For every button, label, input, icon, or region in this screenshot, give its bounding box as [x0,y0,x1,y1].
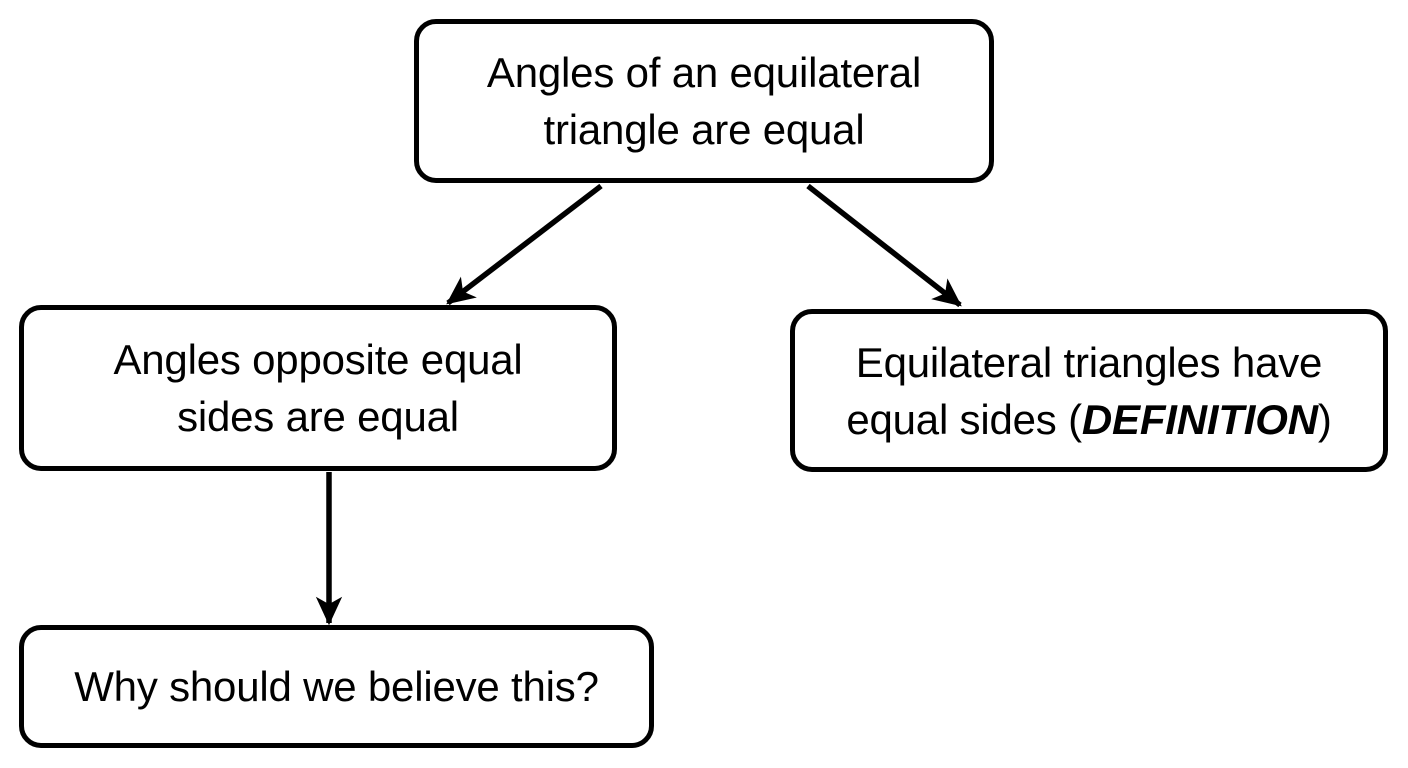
definition-node-label-lead: Equilateral triangles have equal sides ( [846,338,1323,443]
question-node-label: Why should we believe this? [74,662,599,710]
question-node[interactable]: Why should we believe this? [19,625,654,748]
definition-keyword: DEFINITION [1081,395,1318,443]
premise-to-theorem-arrow [446,183,603,306]
premise-node-label: Angles of an equilateral triangle are eq… [486,49,922,153]
definition-node-label: Equilateral triangles have equal sides (… [836,334,1341,448]
premise-node[interactable]: Angles of an equilateral triangle are eq… [414,19,994,183]
definition-node[interactable]: Equilateral triangles have equal sides (… [790,309,1388,472]
theorem-node[interactable]: Angles opposite equal sides are equal [19,305,617,471]
theorem-node-label: Angles opposite equal sides are equal [113,336,523,440]
definition-node-label-tail: ) [1317,395,1332,443]
premise-to-definition-arrow [806,183,962,308]
